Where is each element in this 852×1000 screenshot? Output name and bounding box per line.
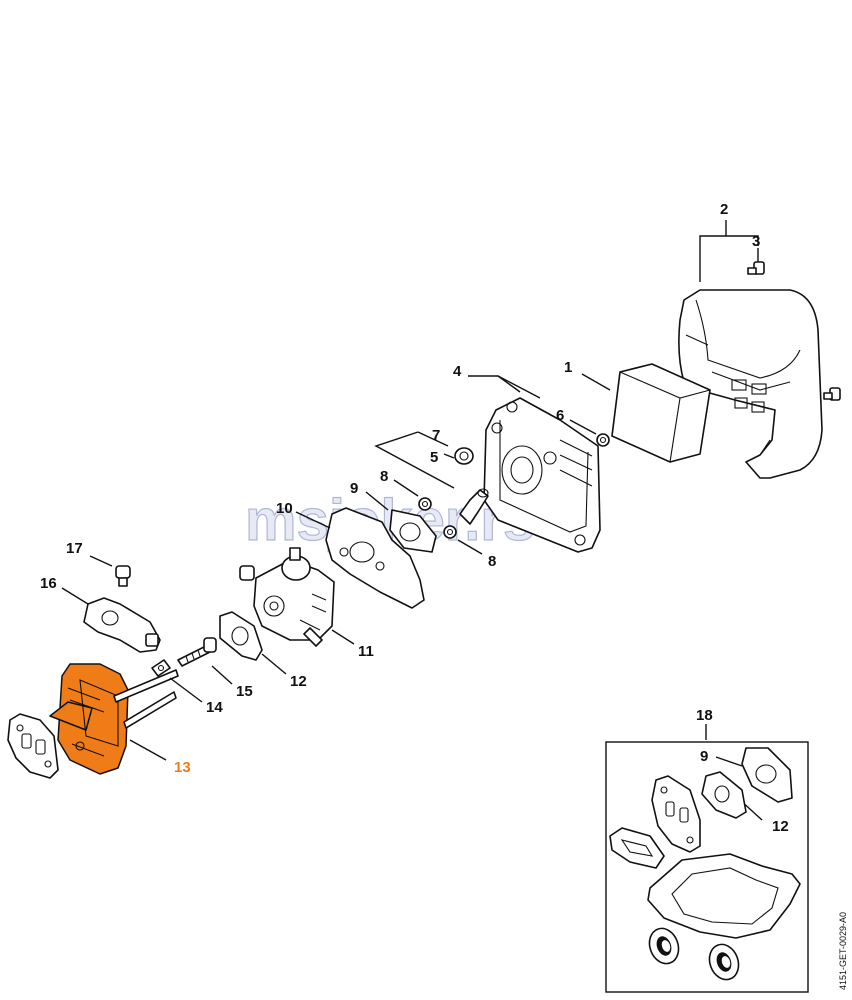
callout-5: 5: [430, 449, 438, 466]
gasket-12-part: [219, 611, 263, 661]
document-id: 4151-GET-0029-A0: [838, 912, 848, 990]
gasket-left-part: [7, 713, 59, 779]
nut-6-part: [596, 433, 610, 447]
intake-flange-13-part: [49, 663, 179, 775]
elbow-5-part: [459, 488, 489, 525]
callout-15: 15: [236, 683, 253, 700]
callout-12: 12: [290, 673, 307, 690]
leader-lines: [61, 220, 763, 821]
callout-1: 1: [564, 359, 572, 376]
screw-17-part: [115, 565, 131, 587]
callout-17: 17: [66, 540, 83, 557]
callout-16: 16: [40, 575, 57, 592]
bolt-15-part: [177, 637, 217, 667]
sleeve-7-part: [454, 447, 474, 465]
carburetor-11-part: [239, 547, 335, 647]
gasket-kit-box: [605, 741, 809, 993]
callout-labels: 2 3 1 4 6 7 5 8 9 10 8 11 12 15 14 17 16…: [40, 201, 789, 835]
gasket-9-part: [389, 509, 437, 553]
plate-10-part: [325, 507, 425, 609]
callout-8-lower: 8: [488, 553, 496, 570]
air-filter-part: [611, 363, 711, 463]
callout-11: 11: [358, 643, 374, 660]
bracket-16-part: [83, 597, 161, 653]
callout-9-kit: 9: [700, 748, 708, 765]
callout-4: 4: [453, 363, 462, 380]
callout-14: 14: [206, 699, 223, 716]
callout-10: 10: [276, 500, 293, 517]
callout-2: 2: [720, 201, 728, 218]
callout-9: 9: [350, 480, 358, 497]
callout-3: 3: [752, 233, 760, 250]
oil-seal-left-part: [648, 927, 680, 965]
oil-seal-right-part: [708, 943, 740, 981]
nut-8a-part: [418, 497, 432, 511]
callout-8-upper: 8: [380, 468, 388, 485]
callout-18: 18: [696, 707, 713, 724]
filter-base-plate-part: [483, 397, 601, 553]
air-filter-cover-part: [678, 289, 823, 479]
nut-8b-part: [443, 525, 457, 539]
callout-12-kit: 12: [772, 818, 789, 835]
callout-7: 7: [432, 427, 440, 444]
screw-3b-part: [823, 387, 841, 401]
screw-3a-part: [747, 261, 765, 275]
washer-14-part: [151, 659, 171, 677]
callout-13-highlighted: 13: [174, 759, 191, 776]
callout-6: 6: [556, 407, 564, 424]
